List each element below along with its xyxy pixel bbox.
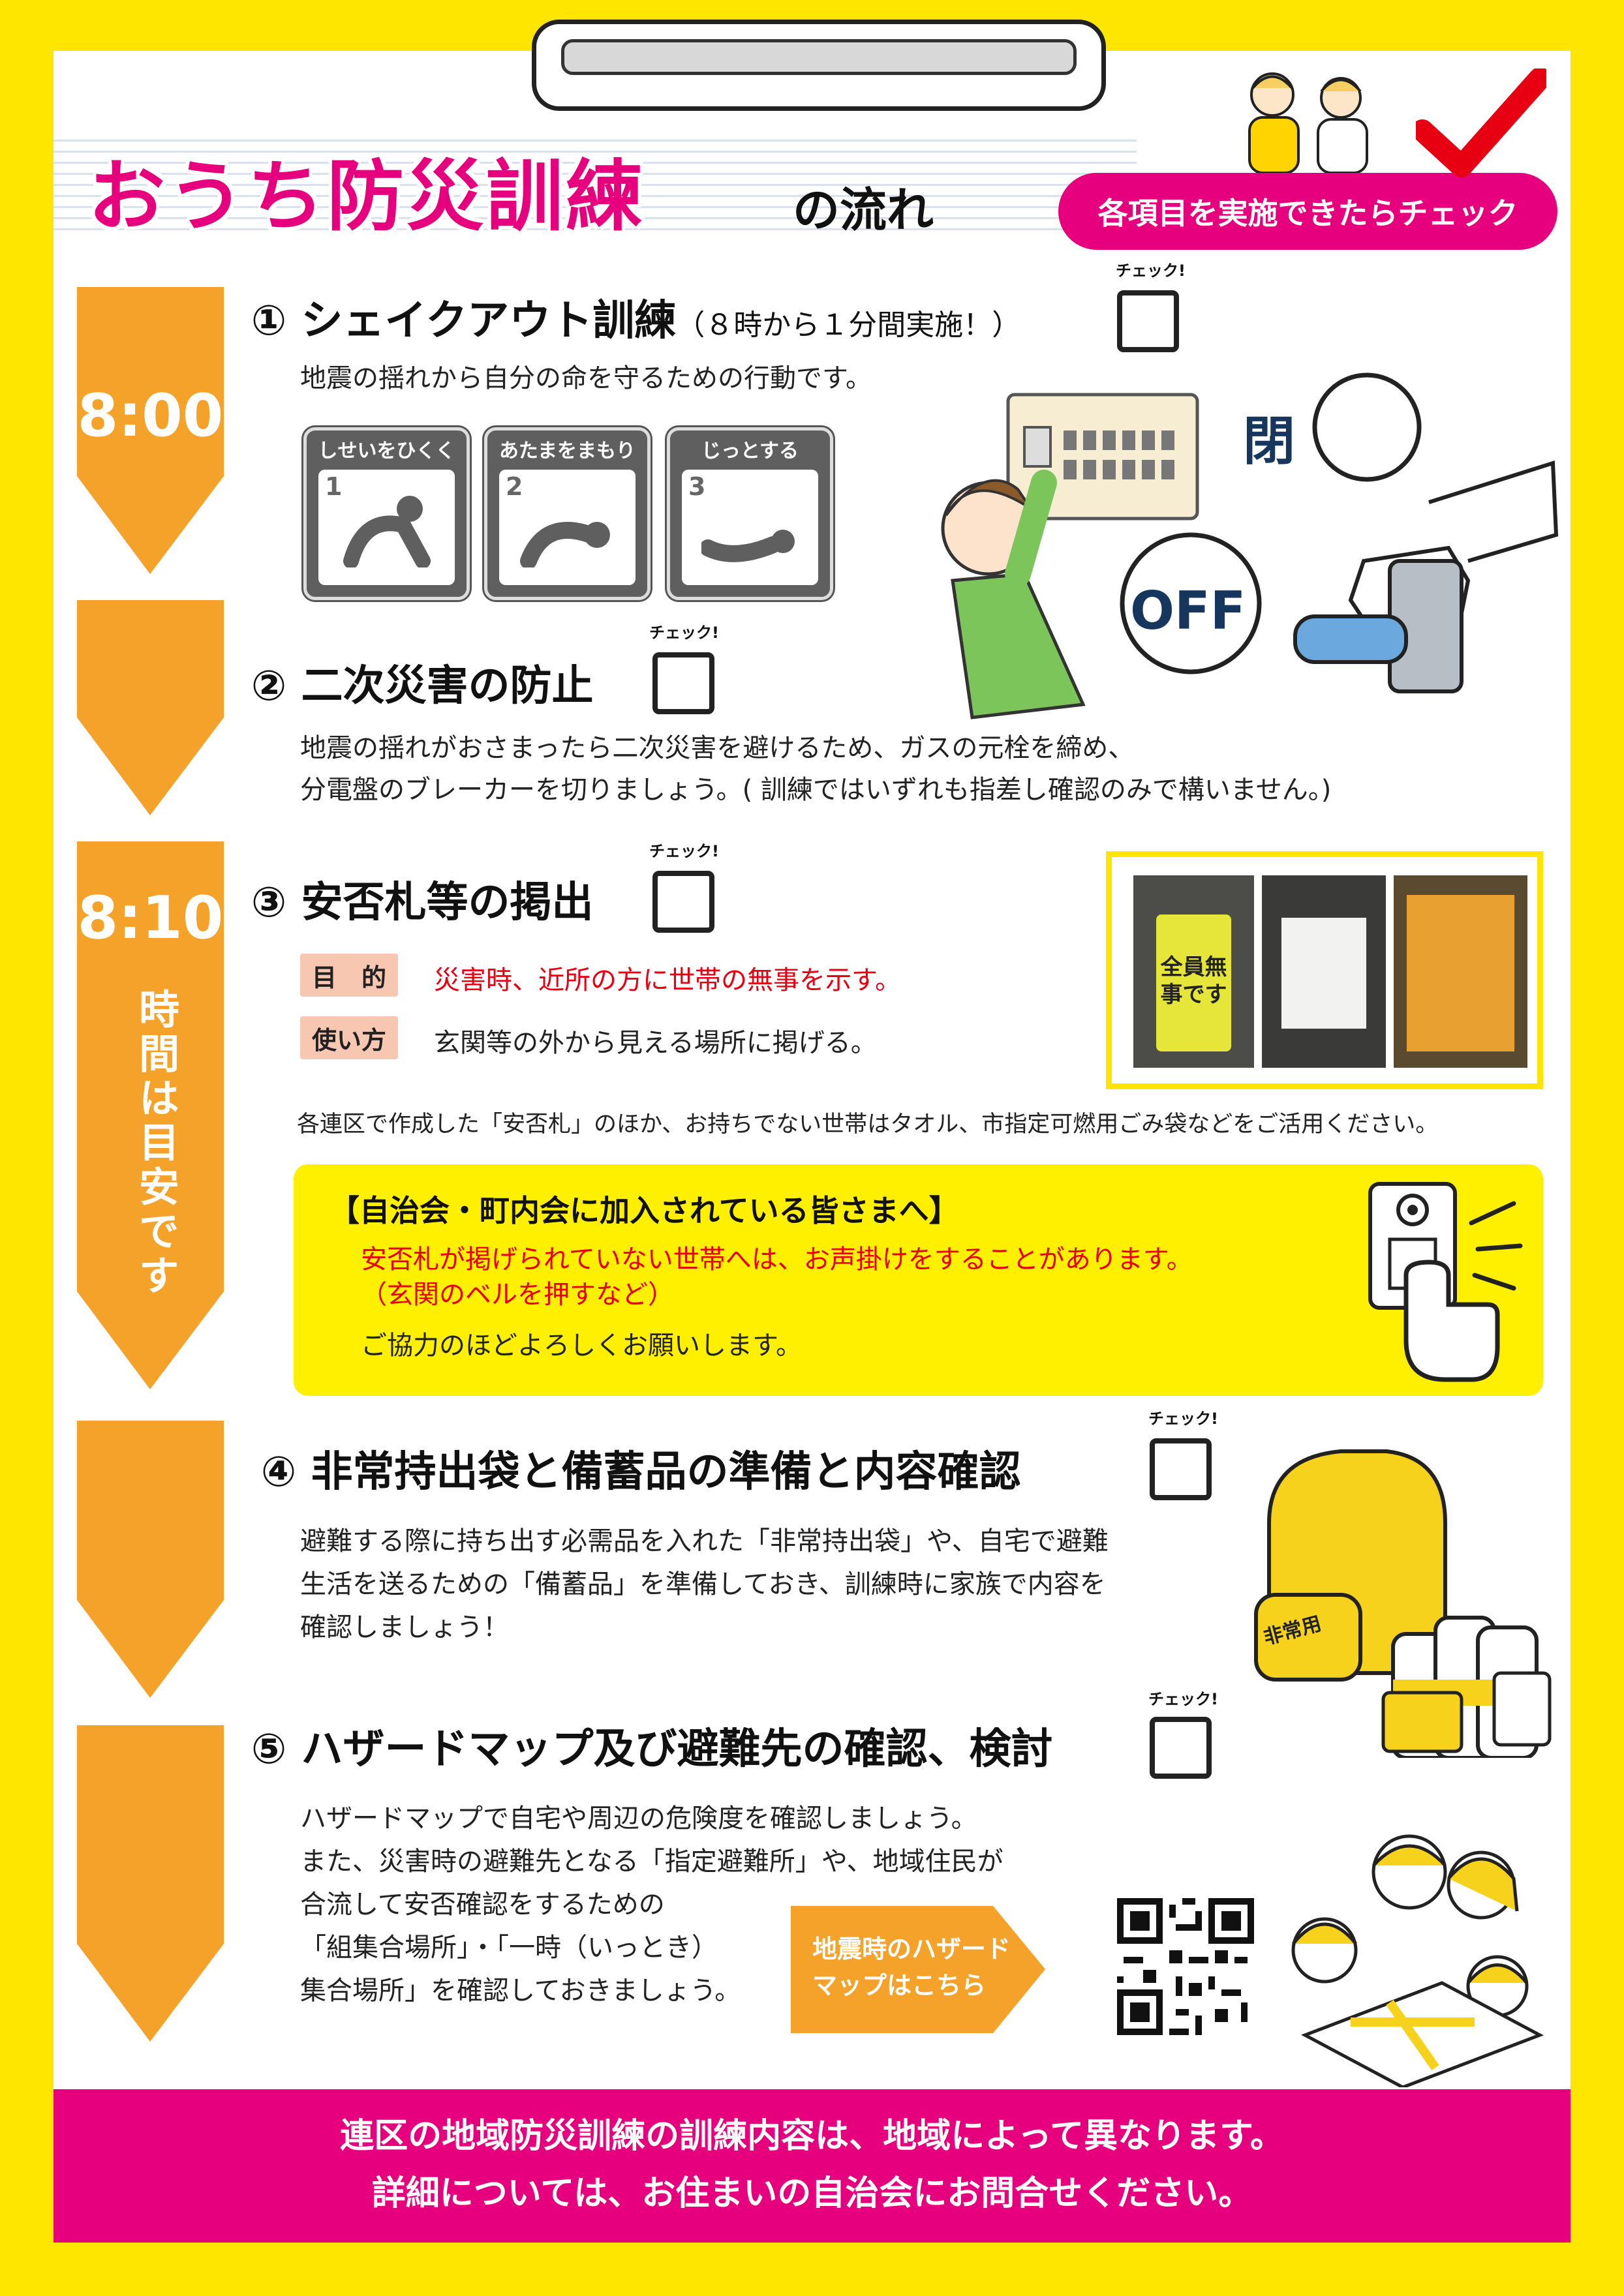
pose-caption-3: じっとする	[701, 440, 799, 462]
check-label-2: チェック!	[649, 624, 719, 642]
pose-illustration-1: 1	[318, 470, 455, 585]
check-label-1: チェック!	[1116, 262, 1186, 280]
check-label-3: チェック!	[649, 842, 719, 860]
page-title: おうち防災訓練	[88, 151, 646, 241]
qr-code-icon[interactable]	[1117, 1898, 1254, 2035]
purpose-tag: 目 的	[300, 954, 398, 997]
timeline-arrow-5	[77, 1725, 224, 2042]
section3-note: 各連区で作成した「安否札」のほか、お持ちでない世帯はタオル、市指定可燃用ごみ袋な…	[297, 1111, 1439, 1138]
checkbox-section3[interactable]	[652, 871, 714, 933]
footer-line1: 連区の地域防災訓練の訓練内容は、地域によって異なります。	[340, 2117, 1284, 2156]
section4-desc-line3: 確認しましょう！	[300, 1612, 509, 1642]
section1-desc: 地震の揺れから自分の命を守るための行動です。	[300, 363, 872, 393]
notice-box	[294, 1164, 1543, 1396]
photo-bag-orange	[1407, 895, 1514, 1051]
page-title-suffix: の流れ	[793, 183, 934, 237]
section2-desc-line2: 分電盤のブレーカーを切りましょう。( 訓練ではいずれも指差し確認のみで構いません…	[300, 775, 1332, 805]
safety-sign-photos: 全員無事です	[1106, 851, 1543, 1089]
time-label-800: 8:00	[77, 382, 224, 450]
notice-title: 【自治会・町内会に加入されている皆さまへ】	[329, 1193, 959, 1228]
section1-title-note: （８時から１分間実施！）	[676, 309, 1021, 342]
doorbell-icon	[1368, 1182, 1523, 1382]
pose-number-2: 2	[506, 472, 523, 501]
timeline-arrow-1	[77, 287, 224, 574]
section1-title-text: ① シェイクアウト訓練	[251, 297, 677, 345]
usage-text: 玄関等の外から見える場所に掲げる。	[434, 1028, 877, 1058]
pose-card-1: しせいをひくく 1	[303, 427, 470, 600]
hazard-map-link-line2: マップはこちら	[812, 1971, 987, 2000]
section5-desc-line4: 「組集合場所」・「一時（いっとき）	[300, 1933, 718, 1963]
bubble-off-text: OFF	[1130, 581, 1246, 641]
pose-caption-1: しせいをひくく	[318, 440, 455, 462]
checkbox-section1[interactable]	[1117, 290, 1179, 352]
checkmark-icon	[1416, 68, 1546, 177]
footer-banner: 連区の地域防災訓練の訓練内容は、地域によって異なります。 詳細については、お住ま…	[54, 2089, 1570, 2243]
photo-garbage-bag	[1394, 875, 1527, 1068]
footer-line2: 詳細については、お住まいの自治会にお問合せください。	[371, 2174, 1253, 2213]
pose-card-2: あたまをまもり 2	[484, 427, 651, 600]
section2-desc: 地震の揺れがおさまったら二次災害を避けるため、ガスの元栓を締め、 分電盤のブレー…	[300, 727, 1331, 811]
photo-towel	[1262, 875, 1386, 1068]
family-reviewing-map-illustration	[1291, 1834, 1544, 2087]
section5-desc: ハザードマップで自宅や周辺の危険度を確認しましょう。 また、災害時の避難先となる…	[300, 1797, 1004, 2012]
hazard-map-link-text[interactable]: 地震時のハザード マップはこちら	[812, 1931, 1011, 2004]
time-note-vertical: 時間は目安です	[132, 988, 179, 1299]
section4-desc-line2: 生活を送るための「備蓄品」を準備しておき、訓練時に家族で内容を	[300, 1569, 1106, 1599]
section5-desc-line5: 集合場所」を確認しておきましょう。	[300, 1976, 741, 2006]
cover-head-icon	[520, 522, 610, 567]
notice-black-line: ご協力のほどよろしくお願いします。	[361, 1331, 802, 1361]
usage-tag: 使い方	[300, 1016, 398, 1059]
section2-title: ② 二次災害の防止	[251, 662, 594, 710]
notice-red-line1: 安否札が掲げられていない世帯へは、お声掛けをすることがあります。	[361, 1245, 1193, 1275]
time-label-810: 8:10	[77, 884, 224, 952]
section5-title: ⑤ ハザードマップ及び避難先の確認、検討	[251, 1725, 1053, 1774]
checkbox-section5[interactable]	[1150, 1717, 1212, 1779]
check-label-4: チェック!	[1148, 1410, 1218, 1428]
timeline-arrow-2	[77, 600, 224, 815]
people-illustration-icon	[1248, 72, 1368, 173]
timeline-arrow-4	[77, 1421, 224, 1698]
timeline-arrow-3	[77, 841, 224, 1389]
section5-desc-line2: また、災害時の避難先となる「指定避難所」や、地域住民が	[300, 1847, 1004, 1877]
check-label-5: チェック!	[1148, 1690, 1218, 1708]
title-lines-decoration	[54, 130, 1137, 235]
section2-desc-line1: 地震の揺れがおさまったら二次災害を避けるため、ガスの元栓を締め、	[300, 733, 1135, 763]
checkbox-section4[interactable]	[1150, 1438, 1212, 1500]
check-instruction-badge: 各項目を実施できたらチェック	[1058, 173, 1557, 250]
hazard-map-link-line1: 地震時のハザード	[812, 1935, 1011, 1963]
pose-card-3: じっとする 3	[667, 427, 833, 600]
notice-red-line2: （玄関のベルを押すなど）	[361, 1280, 674, 1310]
section5-desc-line3: 合流して安否確認をするための	[300, 1890, 665, 1920]
photo-towel-cloth	[1281, 918, 1366, 1029]
hazard-map-link-arrow[interactable]	[791, 1906, 1045, 2033]
pose-number-3: 3	[688, 472, 706, 501]
checkbox-section2[interactable]	[652, 652, 714, 714]
clipboard-clip-bar	[561, 39, 1077, 75]
section1-title: ① シェイクアウト訓練（８時から１分間実施！）	[251, 287, 1020, 347]
pose-illustration-3: 3	[682, 470, 818, 585]
breaker-gas-illustration	[941, 372, 1559, 719]
bubble-close-text: 閉	[1243, 411, 1295, 472]
photo-door-hanger: 全員無事です	[1133, 875, 1254, 1068]
section4-title: ④ 非常持出袋と備蓄品の準備と内容確認	[261, 1448, 1021, 1496]
pose-illustration-2: 2	[499, 470, 636, 585]
section3-title: ③ 安否札等の掲出	[251, 879, 594, 927]
pose-number-1: 1	[325, 472, 343, 501]
emergency-bag-illustration	[1254, 1449, 1552, 1758]
hold-still-icon	[701, 530, 795, 562]
purpose-text: 災害時、近所の方に世帯の無事を示す。	[434, 965, 901, 995]
photo-sign-text: 全員無事です	[1156, 914, 1231, 1051]
section4-desc-line1: 避難する際に持ち出す必需品を入れた「非常持出袋」や、自宅で避難	[300, 1526, 1109, 1556]
crouch-icon	[343, 496, 431, 567]
section4-desc: 避難する際に持ち出す必需品を入れた「非常持出袋」や、自宅で避難 生活を送るための…	[300, 1520, 1109, 1649]
section5-desc-line1: ハザードマップで自宅や周辺の危険度を確認しましょう。	[300, 1804, 977, 1834]
pose-caption-2: あたまをまもり	[498, 440, 636, 462]
